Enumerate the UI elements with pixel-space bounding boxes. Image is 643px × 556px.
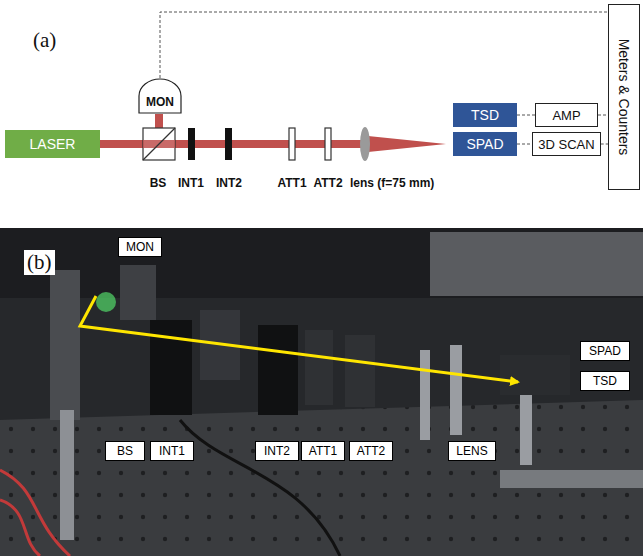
node-text: LASER [30,136,76,152]
part-label: INT1 [178,176,204,190]
translation-stage [500,470,643,488]
photo-tag: LENS [448,441,496,461]
meters-box: Meters & Counters [608,4,640,190]
part-label: ATT1 [277,176,306,190]
beam-path-arrow [80,296,518,382]
instrument-box: 3D SCAN [532,132,600,156]
node-text: AMP [552,108,580,123]
filter-mount [305,330,333,405]
post [450,345,462,435]
part-label: INT2 [216,176,242,190]
green-glow [96,292,116,312]
laser-box: LASER [5,130,100,158]
monitor-mount [120,265,156,320]
node-text: SPAD [589,344,621,358]
detector-mount [500,355,570,395]
node-text: ATT2 [357,444,385,458]
post [420,350,430,440]
panel-label: (b) [24,250,55,275]
detector-box: SPAD [453,132,517,156]
node-text: BS [117,444,133,458]
part-label: lens (f=75 mm) [350,176,434,190]
photo-tag: ATT2 [349,441,393,461]
filter-mount [345,335,375,407]
photo-tag: TSD [580,371,630,391]
interlock-shutter [225,128,232,160]
signal-line [517,115,535,116]
optical-table [0,400,643,556]
enclosure-panel [430,232,643,296]
photo-tag: INT2 [255,441,299,461]
photo-tag: BS [105,441,145,461]
shutter-housing [258,325,298,415]
interlock-shutter [188,128,195,160]
cable [0,470,70,556]
monitor-detector: MON [138,78,182,114]
photo-tag: ATT1 [301,441,345,461]
photo-tag: SPAD [580,341,630,361]
instrument-box: AMP [535,103,598,127]
attenuator-filter [325,128,331,160]
lens-symbol [360,127,370,161]
node-text: INT2 [264,444,290,458]
node-text: 3D SCAN [538,137,594,152]
signal-line [598,115,608,116]
node-text: MON [146,95,174,109]
detector-box: TSD [453,103,517,127]
node-text: TSD [471,107,499,123]
panel-label: (a) [33,28,56,53]
node-text: SPAD [466,136,503,152]
node-text: Meters & Counters [616,39,632,156]
signal-line [517,144,532,145]
focused-beam [368,136,446,152]
splitter-mount [50,270,80,420]
node-text: MON [126,240,154,254]
part-label: ATT2 [313,176,342,190]
node-text: TSD [593,374,617,388]
node-text: INT1 [159,444,185,458]
beam-splitter-cube [143,128,175,160]
post [520,395,532,465]
node-text: ATT1 [309,444,337,458]
dome-outline [139,79,181,113]
signal-line [160,12,608,78]
photo-background [0,228,643,556]
post [60,410,74,540]
photo-tag: INT1 [150,441,194,461]
cable [0,500,40,556]
part-label: BS [150,176,167,190]
photo-tag: MON [118,237,162,257]
node-text: LENS [456,444,487,458]
splitter-diagonal [143,128,175,160]
signal-line [601,144,608,145]
attenuator-filter [289,128,295,160]
photo-wall [0,228,643,298]
